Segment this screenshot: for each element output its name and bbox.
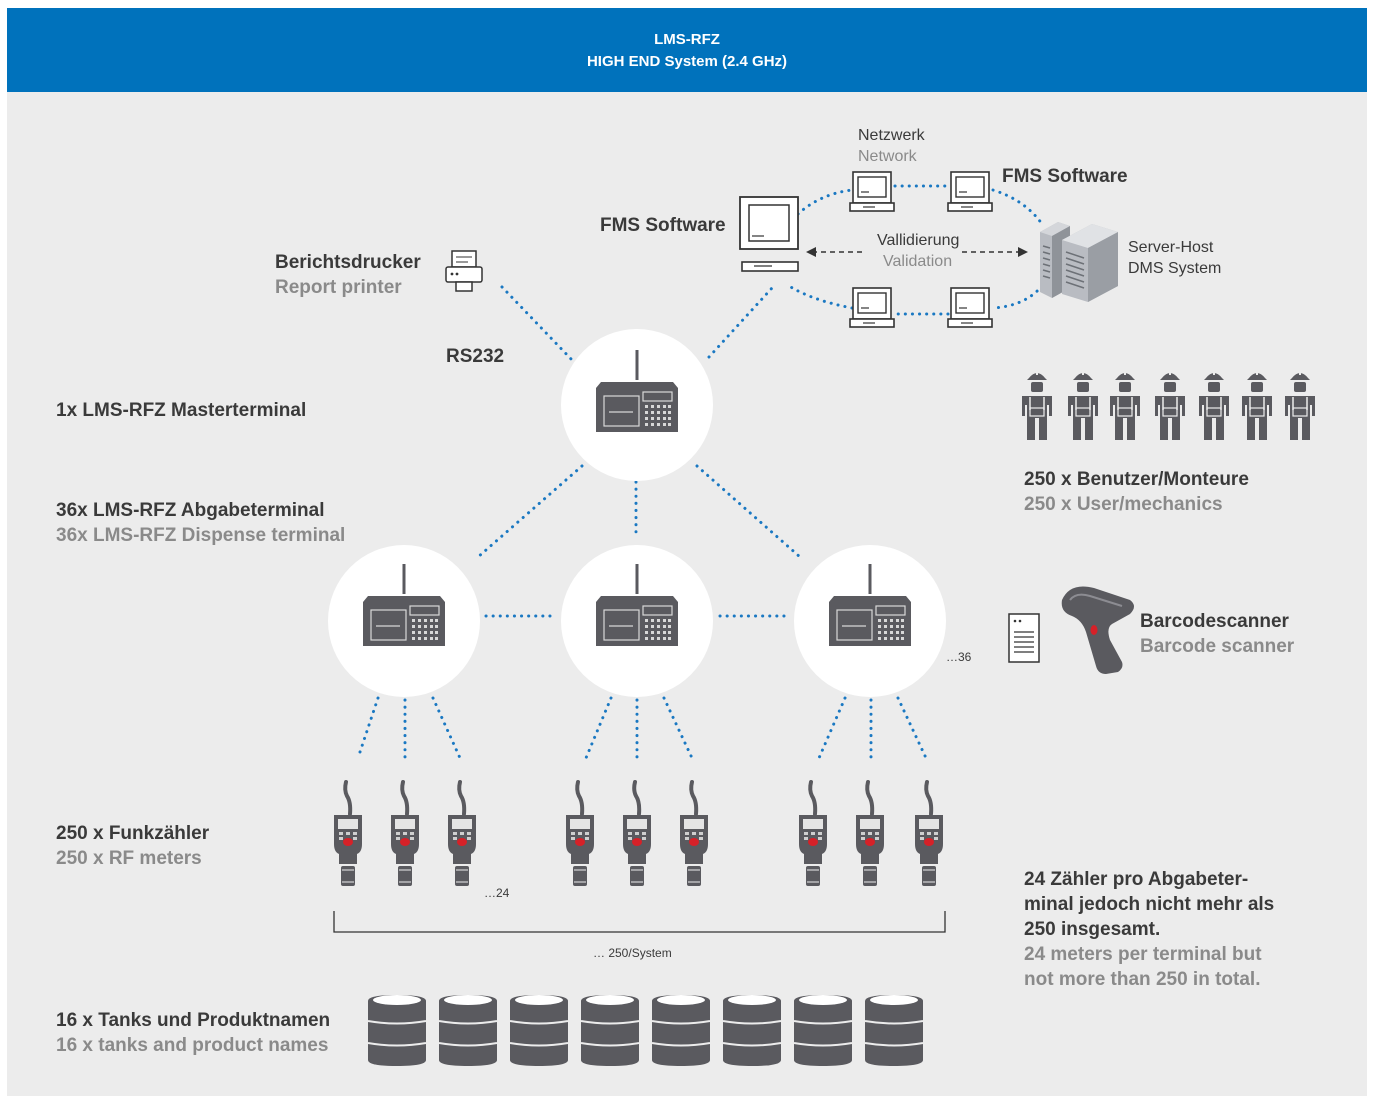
barcode-sheet-icon [1008, 613, 1040, 663]
tank-icon [864, 994, 924, 1067]
barcode-scanner-label-de: Barcodescanner [1140, 611, 1289, 632]
meter-count-label: …24 [484, 886, 510, 900]
user-icon [1284, 368, 1316, 441]
dispense-terminal [328, 545, 480, 697]
tank-icon [580, 994, 640, 1067]
tanks-label-de: 16 x Tanks und Produktnamen [56, 1010, 331, 1031]
user-icon [1021, 368, 1053, 441]
tanks-label: 16 x Tanks und Produktnamen 16 x tanks a… [56, 1008, 330, 1058]
rf-meter-icon [564, 780, 596, 888]
printer-label-de: Berichtsdrucker [275, 252, 421, 273]
users-label-de: 250 x Benutzer/Monteure [1024, 469, 1249, 490]
network-computer-icon [947, 287, 993, 328]
network-label-en: Network [858, 148, 917, 165]
tanks-label-en: 16 x tanks and product names [56, 1035, 329, 1056]
tank-icon [793, 994, 853, 1067]
server-icon [1040, 222, 1118, 302]
network-computer-icon [849, 287, 895, 328]
terminal-count-label: …36 [946, 650, 972, 664]
header-title: LMS-RFZ [654, 31, 720, 48]
system-count-label: … 250/System [593, 946, 672, 960]
tank-icon [367, 994, 427, 1067]
fms-software-right-label: FMS Software [1002, 166, 1128, 187]
dispense-terminal-label-de: 36x LMS-RFZ Abgabeterminal [56, 500, 325, 521]
fms-software-left-label: FMS Software [600, 215, 726, 236]
master-terminal [561, 329, 713, 481]
meter-note-de-line1: 24 Zähler pro Abgabeter- [1024, 869, 1249, 890]
rf-meter-icon [797, 780, 829, 888]
user-icon [1154, 368, 1186, 441]
rs232-label: RS232 [446, 346, 505, 367]
network-links [356, 184, 1044, 760]
meters-label-de: 250 x Funkzähler [56, 823, 210, 844]
barcode-scanner-label-en: Barcode scanner [1140, 636, 1295, 657]
validation-label-de: Vallidierung [877, 232, 960, 249]
network-label-de: Netzwerk [858, 127, 925, 144]
validation-arrow [806, 247, 1028, 257]
tank-icon [438, 994, 498, 1067]
header-banner: LMS-RFZ HIGH END System (2.4 GHz) [7, 8, 1367, 92]
tank-icon [651, 994, 711, 1067]
validation-label-en: Validation [883, 253, 953, 270]
diagram-background [7, 8, 1367, 1096]
meters-label-en: 250 x RF meters [56, 848, 202, 869]
network-computer-icon [947, 171, 993, 212]
master-terminal-label: 1x LMS-RFZ Masterterminal [56, 400, 307, 421]
network-label: Netzwerk Network [858, 125, 925, 167]
meters-label: 250 x Funkzähler 250 x RF meters [56, 821, 209, 871]
dispense-terminal [794, 545, 946, 697]
rf-meter-icon [389, 780, 421, 888]
rf-meter-icon [621, 780, 653, 888]
printer-label-en: Report printer [275, 277, 402, 298]
system-bracket [333, 911, 946, 933]
printer-label: Berichtsdrucker Report printer [275, 250, 421, 300]
rf-meter-icon [446, 780, 478, 888]
dispense-terminal-label-en: 36x LMS-RFZ Dispense terminal [56, 525, 346, 546]
server-label: Server-Host DMS System [1128, 237, 1221, 279]
network-computer-icon [849, 171, 895, 212]
server-label-line1: Server-Host [1128, 239, 1214, 256]
dispense-terminal-label: 36x LMS-RFZ Abgabeterminal 36x LMS-RFZ D… [56, 498, 345, 548]
fms-computer-main [739, 196, 799, 272]
tank-icon [509, 994, 569, 1067]
tank-icon [722, 994, 782, 1067]
meter-note-en-line2: not more than 250 in total. [1024, 969, 1261, 990]
meter-note-en-line1: 24 meters per terminal but [1024, 944, 1262, 965]
meter-note: 24 Zähler pro Abgabeter- minal jedoch ni… [1024, 867, 1274, 992]
server-label-line2: DMS System [1128, 260, 1222, 277]
rf-meter-icon [678, 780, 710, 888]
users-label-en: 250 x User/mechanics [1024, 494, 1223, 515]
user-icon [1241, 368, 1273, 441]
meter-note-de-line2: minal jedoch nicht mehr als [1024, 894, 1275, 915]
user-icon [1109, 368, 1141, 441]
barcode-scanner-label: Barcodescanner Barcode scanner [1140, 609, 1294, 659]
rf-meter-icon [332, 780, 364, 888]
users-label: 250 x Benutzer/Monteure 250 x User/mecha… [1024, 467, 1249, 517]
validation-label: Vallidierung Validation [877, 230, 959, 272]
rf-meter-icon [913, 780, 945, 888]
rf-meter-icon [854, 780, 886, 888]
barcode-scanner-icon [1061, 586, 1134, 674]
dispense-terminal [561, 545, 713, 697]
printer-icon [445, 250, 483, 292]
header-subtitle: HIGH END System (2.4 GHz) [586, 53, 788, 70]
user-icon [1067, 368, 1099, 441]
user-icon [1198, 368, 1230, 441]
meter-note-de-line3: 250 insgesamt. [1024, 919, 1161, 940]
